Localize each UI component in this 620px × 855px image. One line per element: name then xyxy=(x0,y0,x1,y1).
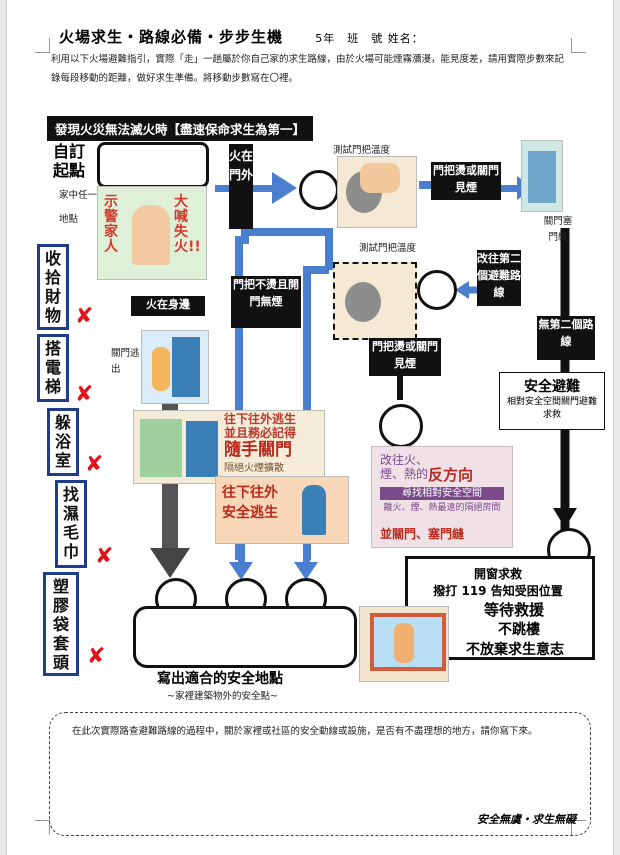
worksheet-page: 火場求生・路線必備・步步生機 5年 班 號 姓名： 利用以下火場避難指引，實際「… xyxy=(6,0,614,855)
door-crack-image xyxy=(521,140,563,212)
safe-place-title: 寫出適合的安全地點 xyxy=(157,671,283,687)
test-door-label-1: 測試門把溫度 xyxy=(333,145,391,156)
dont-item-box: 塑膠袋套頭 xyxy=(43,572,79,676)
no-second-route-label: 無第二個路線 xyxy=(537,316,595,360)
x-mark-icon: ✘ xyxy=(75,304,94,329)
safe-place-sub: ~家裡建築物外的安全點~ xyxy=(167,691,278,702)
x-mark-icon: ✘ xyxy=(87,644,106,669)
fire-near-label: 火在身邊 xyxy=(131,296,205,316)
poster-escape-line1: 往下往外 xyxy=(222,485,278,501)
poster-close-door-line2: 並且務必記得 xyxy=(224,426,297,440)
intro-paragraph: 利用以下火場避難指引，實際「走」一趟屬於你自己家的求生路線，由於火場可能煙霧瀰漫… xyxy=(51,54,565,84)
rescue-line4: 不跳樓 xyxy=(498,622,540,638)
shouting-person-image xyxy=(132,205,170,265)
reverse-direction-poster: 改往火、 煙、熱的 反方向 尋找相對安全空間 離火、煙、熱最遠的隔絕房間 並關門… xyxy=(371,446,513,548)
poster-close-door-line4: 隔絕火煙擴散 xyxy=(224,463,284,474)
grade-line: 5年 班 號 姓名： xyxy=(315,32,424,45)
banner: 發現火災無法滅火時【盡速保命求生為第一】 xyxy=(47,116,314,141)
window-rescue-image xyxy=(359,606,449,682)
dont-item-label: 找濕毛巾 xyxy=(62,485,79,561)
safe-place-write-box[interactable] xyxy=(133,606,357,668)
door-handle-image-2 xyxy=(333,262,417,340)
x-mark-icon: ✘ xyxy=(75,382,94,407)
dont-item-box: 找濕毛巾 xyxy=(55,480,87,568)
door-crack-label: 關門塞門縫 xyxy=(543,216,573,243)
rescue-line3: 等待救援 xyxy=(484,601,545,619)
poster-alert-left: 示警家人 xyxy=(104,194,118,255)
poster-close-door-line1: 往下往外逃生 xyxy=(224,412,297,426)
fire-outside-label: 火在門外 xyxy=(229,144,253,229)
dont-item-label: 收拾財物 xyxy=(44,249,61,325)
worksheet-title: 火場求生・路線必備・步步生機 5年 班 號 姓名： xyxy=(59,26,424,47)
close-door-escape-image xyxy=(141,330,209,404)
rescue-line2: 撥打 119 告知受困位置 xyxy=(433,584,563,598)
crop-mark xyxy=(35,820,50,835)
dont-item-box: 收拾財物 xyxy=(37,244,69,330)
title-text: 火場求生・路線必備・步步生機 xyxy=(59,28,284,46)
step-circle[interactable] xyxy=(417,270,457,310)
poster-alert-right: 大喊失火!! xyxy=(174,194,201,255)
arrow-to-test-door xyxy=(215,172,297,204)
safe-refuge-title: 安全避難 xyxy=(524,379,580,395)
poster-close-door-line3: 隨手關門 xyxy=(224,440,292,460)
dont-item-box: 躲浴室 xyxy=(47,408,79,476)
reflection-prompt: 在此次實際路查避難路線的過程中，關於家裡或社區的安全動線或設施，是否有不盡理想的… xyxy=(72,726,538,737)
poster-escape-line2: 安全逃生 xyxy=(222,505,278,521)
crop-mark xyxy=(35,38,50,53)
rescue-line1: 開窗求救 xyxy=(473,567,522,581)
close-door-escape-label: 關門逃出 xyxy=(111,348,140,375)
rescue-line5: 不放棄求生意志 xyxy=(466,642,564,658)
start-write-box[interactable] xyxy=(97,142,209,188)
poster-reverse-line2: 煙、熱的 xyxy=(380,467,429,481)
crop-mark xyxy=(571,38,586,53)
alert-family-poster: 示警家人 大喊失火!! xyxy=(97,186,207,280)
escape-poster: 往下往外 安全逃生 xyxy=(215,476,349,544)
door-handle-image-1 xyxy=(337,156,417,228)
step-circle[interactable] xyxy=(299,170,339,210)
dont-item-box: 搭電梯 xyxy=(37,334,69,402)
footer-slogan: 安全無虞・求生無礙 xyxy=(477,813,576,826)
start-sub: 家中任一地點 xyxy=(59,190,98,225)
door-hot-smoke-label-2: 門把燙或關門見煙 xyxy=(369,338,441,376)
dont-item-label: 塑膠袋套頭 xyxy=(52,577,69,672)
close-door-poster: 往下往外逃生 並且務必記得 隨手關門 隔絕火煙擴散 xyxy=(133,410,325,484)
poster-reverse-line5: 離火、煙、熱最遠的隔絕房間 xyxy=(383,503,501,513)
poster-reverse-line4: 尋找相對安全空間 xyxy=(380,487,504,500)
alt-route-label: 改往第二個避難路線 xyxy=(477,250,521,306)
x-mark-icon: ✘ xyxy=(95,544,114,569)
step-circle[interactable] xyxy=(379,404,423,448)
reflection-box[interactable]: 在此次實際路查避難路線的過程中，關於家裡或社區的安全動線或設施，是否有不盡理想的… xyxy=(49,712,591,836)
poster-reverse-line3: 反方向 xyxy=(428,466,474,484)
door-not-hot-label: 門把不燙且開門無煙 xyxy=(231,276,301,328)
x-mark-icon: ✘ xyxy=(85,452,104,477)
hot-door-label: 門把燙或關門見煙 xyxy=(431,162,501,200)
start-title: 自訂起點 xyxy=(53,142,86,180)
poster-reverse-line6: 並關門、塞門縫 xyxy=(380,527,465,541)
test-door-label-2: 測試門把溫度 xyxy=(359,243,417,254)
dont-item-label: 躲浴室 xyxy=(54,413,71,470)
dont-item-label: 搭電梯 xyxy=(44,339,61,396)
safe-refuge-sub: 相對安全空間關門避難求救 xyxy=(506,397,597,420)
poster-reverse-line1: 改往火、 xyxy=(380,453,429,467)
safe-refuge-box: 安全避難 相對安全空間關門避難求救 xyxy=(499,372,605,430)
